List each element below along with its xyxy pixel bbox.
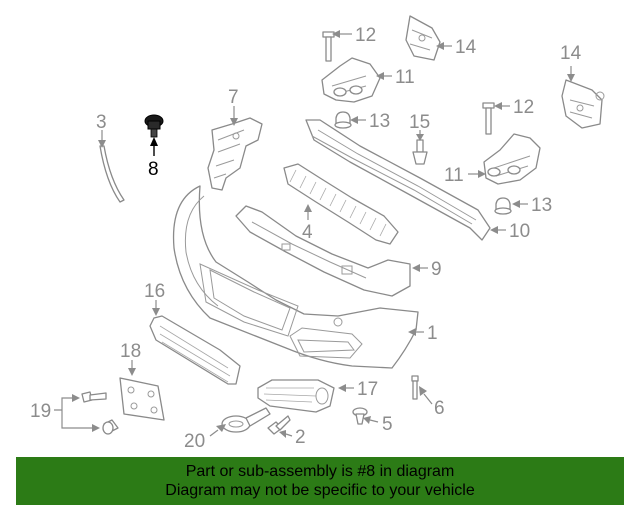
callout-15[interactable]: 15: [409, 112, 430, 133]
leader-lines: [54, 30, 575, 438]
part-12-bolt-upper: [322, 31, 335, 62]
part-11-mount-upper: [321, 57, 381, 103]
part-15-clip: [412, 139, 428, 165]
footer-banner: Part or sub-assembly is #8 in diagram Di…: [16, 457, 624, 505]
callout-14-upper[interactable]: 14: [455, 37, 477, 58]
callout-19[interactable]: 19: [30, 401, 51, 422]
part-12-bolt-right: [482, 102, 495, 135]
footer-line-2: Diagram may not be specific to your vehi…: [165, 482, 475, 499]
callout-20[interactable]: 20: [184, 431, 205, 452]
part-5-push-clip: [352, 407, 368, 425]
callout-13-upper[interactable]: 13: [369, 111, 390, 132]
callout-18[interactable]: 18: [120, 341, 141, 362]
callout-11-upper[interactable]: 11: [395, 67, 415, 88]
part-6-pin: [411, 375, 419, 400]
part-13-grommet-upper: [334, 111, 352, 129]
callout-12-upper[interactable]: 12: [355, 25, 376, 46]
part-9-lower-absorber: [235, 205, 411, 297]
part-3-trim-strip: [99, 145, 125, 203]
callout-5[interactable]: 5: [382, 414, 393, 435]
callout-12-right[interactable]: 12: [513, 97, 534, 118]
part-14-bracket-upper: [405, 15, 441, 61]
parts-diagram: 3 8 7 12 14 11 13 15 14 12 11 13 10 4 9 …: [30, 15, 605, 452]
callout-8[interactable]: 8: [148, 159, 159, 180]
part-8-screw: [144, 114, 164, 138]
callout-3[interactable]: 3: [96, 112, 107, 133]
callout-6[interactable]: 6: [434, 398, 445, 419]
callout-1[interactable]: 1: [427, 323, 438, 344]
part-20-tow-hook: [221, 407, 271, 433]
part-19-screws: [81, 391, 119, 435]
callout-13-right[interactable]: 13: [531, 195, 552, 216]
callout-10[interactable]: 10: [509, 221, 530, 242]
part-4-energy-absorber: [283, 163, 399, 245]
callout-labels: 3 8 7 12 14 11 13 15 14 12 11 13 10 4 9 …: [30, 25, 582, 452]
part-14-bracket-right: [561, 79, 605, 129]
footer-line-1: Part or sub-assembly is #8 in diagram: [185, 463, 455, 480]
part-13-grommet-right: [494, 197, 512, 215]
callout-7[interactable]: 7: [228, 87, 239, 108]
part-17-fog-bezel: [257, 379, 335, 413]
callout-2[interactable]: 2: [295, 427, 306, 448]
callout-4[interactable]: 4: [302, 222, 313, 243]
part-7-side-bracket: [207, 117, 263, 191]
part-1-bumper-cover: [172, 185, 419, 369]
part-11-mount-right: [483, 133, 541, 185]
part-16-lower-grille: [149, 315, 241, 385]
callout-11-right[interactable]: 11: [444, 165, 464, 186]
callout-14-right[interactable]: 14: [560, 43, 582, 64]
part-2-screw: [267, 415, 291, 435]
callout-9[interactable]: 9: [431, 259, 442, 280]
callout-16[interactable]: 16: [144, 281, 165, 302]
part-18-plate-bracket: [119, 377, 165, 421]
part-10-reinforcement-bar: [305, 119, 491, 241]
callout-17[interactable]: 17: [357, 379, 378, 400]
